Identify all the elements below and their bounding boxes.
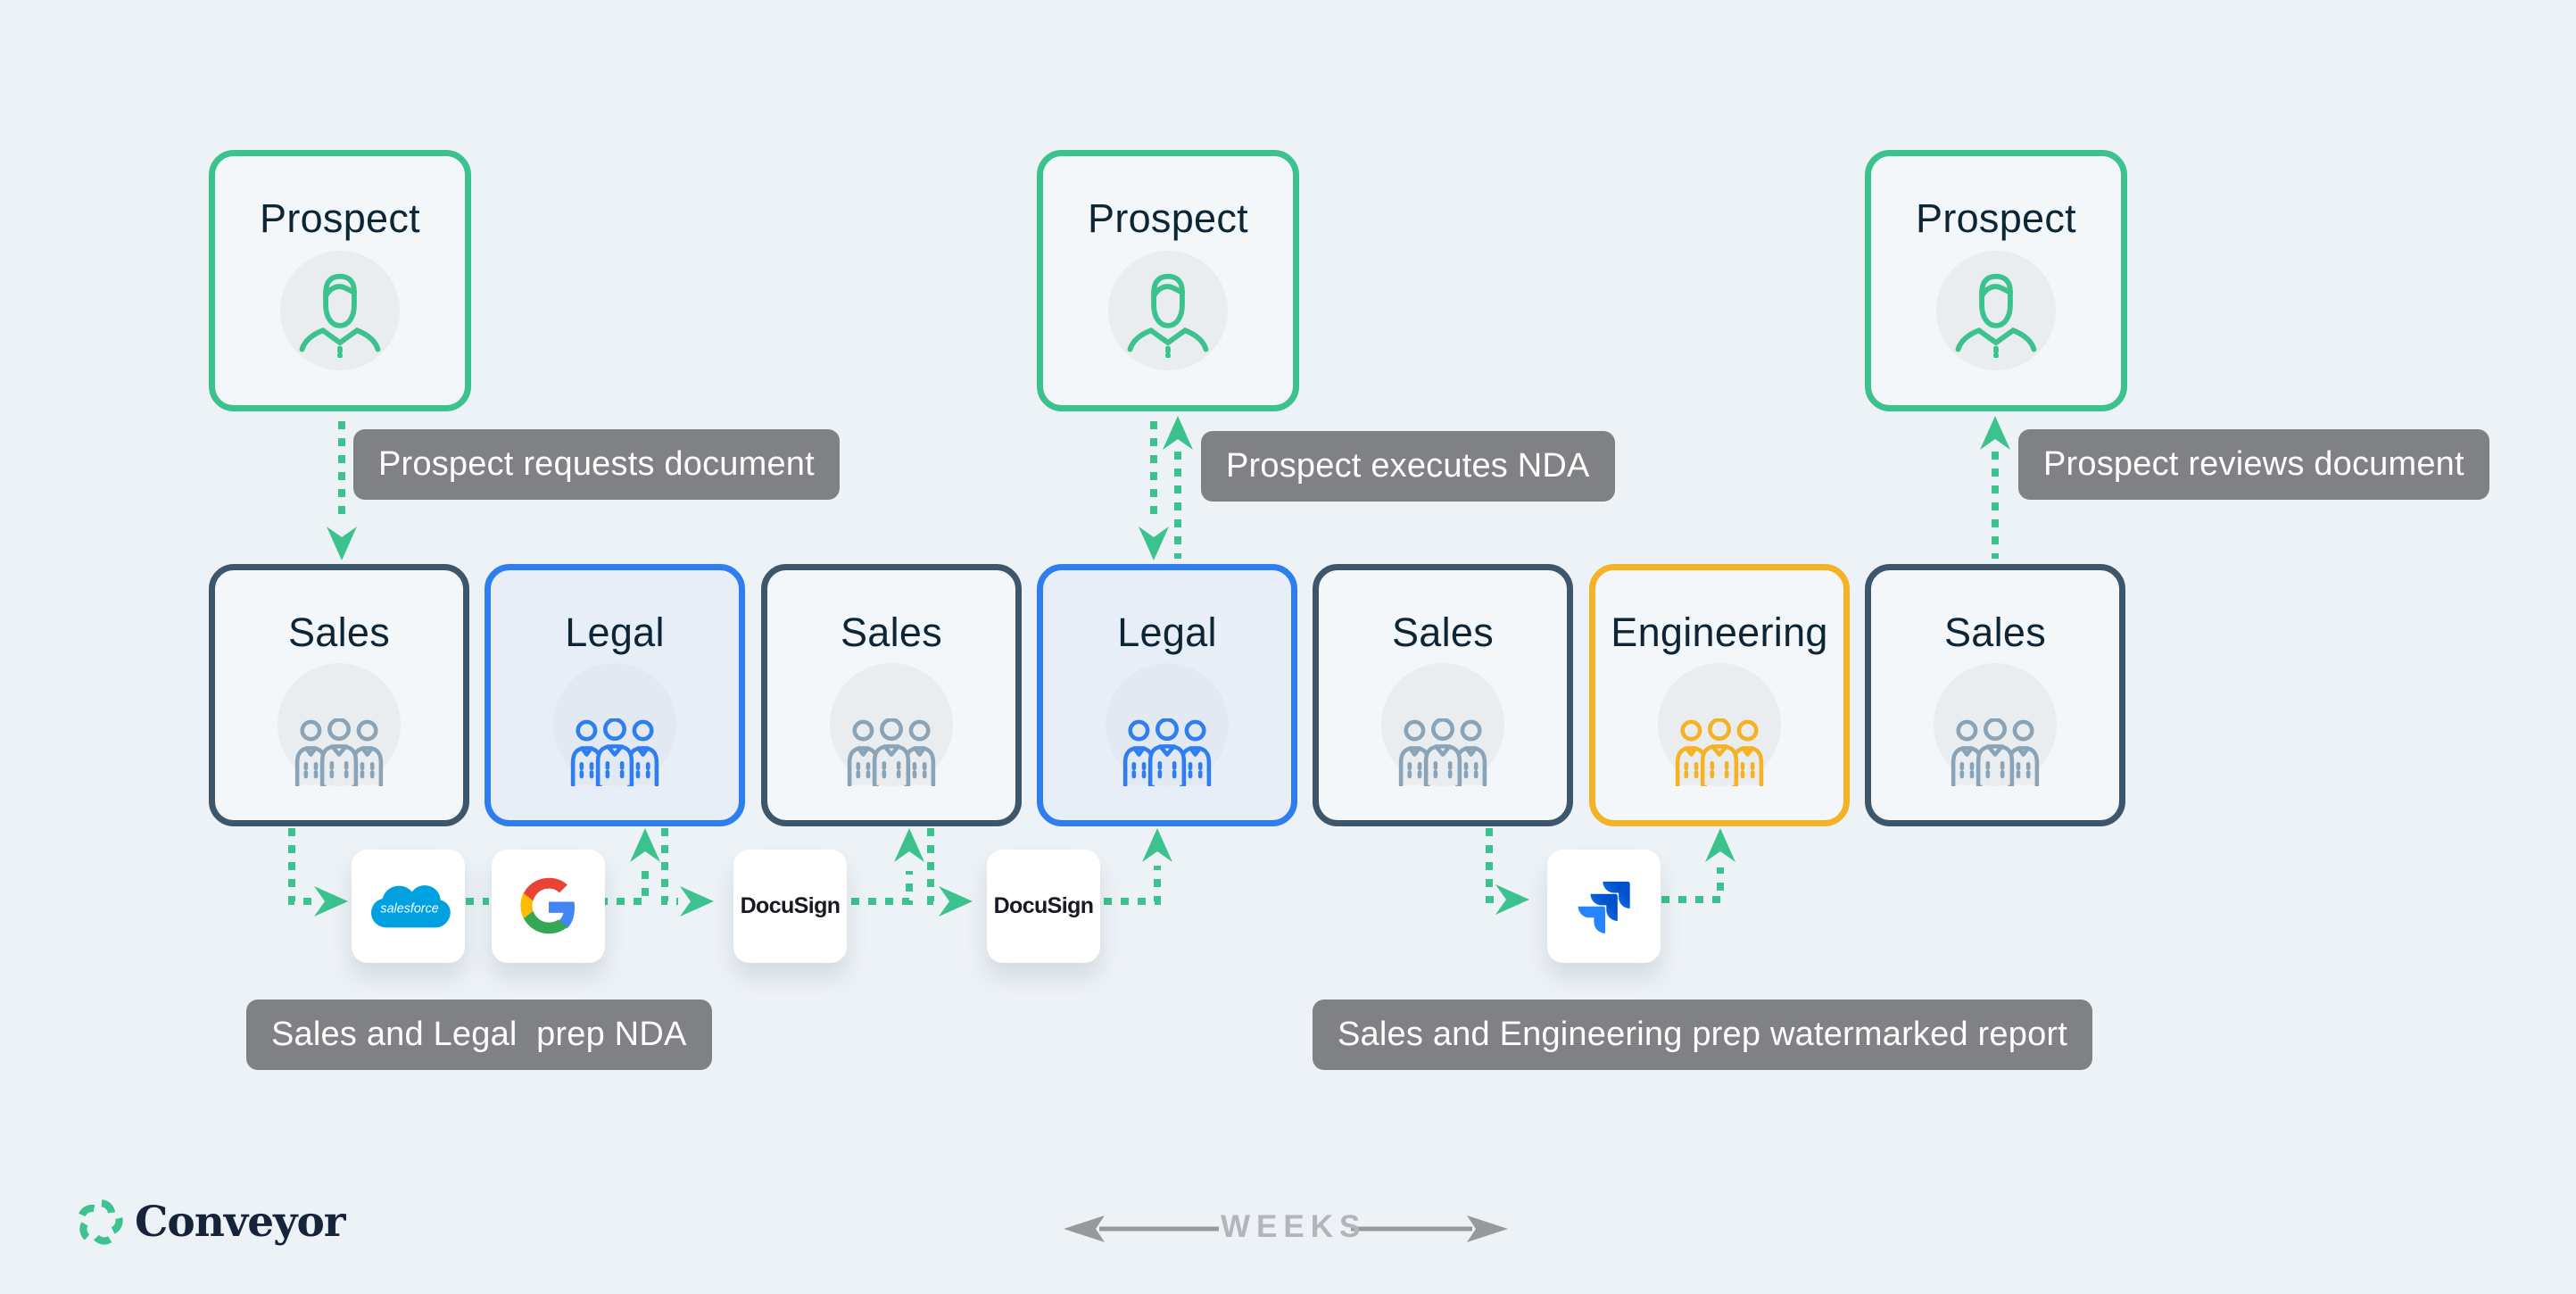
people-icon: [1948, 718, 2042, 786]
person-icon: [1951, 267, 2042, 358]
callout-prospect-executes-nda: Prospect executes NDA: [1201, 431, 1615, 502]
connector-jira-to-engineering: [1661, 828, 1735, 903]
connector-sales-to-docusign-2: [927, 828, 973, 917]
conveyor-brand: Conveyor: [76, 1198, 346, 1247]
callout-sales-legal-prep-nda: Sales and Legal prep NDA: [246, 1000, 712, 1070]
connector-sales-to-jira: [1486, 828, 1529, 915]
conveyor-wordmark: Conveyor: [135, 1198, 346, 1247]
prospect-box-2: Prospect: [1037, 150, 1299, 411]
box-title: Prospect: [1916, 195, 2076, 241]
prospect-box-3: Prospect: [1865, 150, 2127, 411]
conveyor-logo-icon: [76, 1199, 124, 1247]
dept-box-sales-1: Sales: [209, 564, 469, 826]
dept-box-sales-3: Sales: [1313, 564, 1573, 826]
people-icon: [567, 718, 662, 786]
dept-box-engineering: Engineering: [1589, 564, 1850, 826]
dept-box-sales-4: Sales: [1865, 564, 2125, 826]
avatar: [1381, 663, 1504, 786]
dept-box-sales-2: Sales: [761, 564, 1022, 826]
box-title: Sales: [840, 610, 943, 655]
avatar: [1936, 251, 2056, 370]
docusign-logo: DocuSign: [740, 893, 841, 918]
docusign-logo: DocuSign: [993, 893, 1094, 918]
callout-prospect-requests-document: Prospect requests document: [353, 429, 840, 500]
arrow-prospect-reviews-document: [1980, 416, 2010, 559]
connector-sales-to-salesforce: [288, 828, 348, 917]
box-title: Engineering: [1611, 610, 1828, 655]
box-title: Legal: [1117, 610, 1217, 655]
prospect-box-1: Prospect: [209, 150, 471, 411]
connector-docusign-to-legal: [1104, 828, 1172, 905]
people-icon: [844, 718, 939, 786]
tile-salesforce: [352, 850, 465, 963]
avatar: [1934, 663, 2057, 786]
dept-box-legal-1: Legal: [485, 564, 745, 826]
box-title: Sales: [1943, 610, 2047, 655]
box-title: Prospect: [260, 195, 420, 241]
tile-google: [492, 850, 605, 963]
box-title: Sales: [1391, 610, 1495, 655]
person-icon: [294, 267, 385, 358]
arrow-pair-prospect-executes-nda: [1139, 416, 1193, 560]
person-icon: [1122, 267, 1213, 358]
tile-jira: [1547, 850, 1661, 963]
avatar: [277, 663, 401, 786]
arrow-prospect-requests-document: [327, 421, 357, 560]
avatar: [1658, 663, 1781, 786]
people-icon: [1120, 718, 1214, 786]
people-icon: [1396, 718, 1490, 786]
callout-prospect-reviews-document: Prospect reviews document: [2018, 429, 2489, 500]
connector-docusign-to-sales: [851, 828, 924, 905]
tile-docusign-2: DocuSign: [987, 850, 1100, 963]
avatar: [553, 663, 676, 786]
avatar: [830, 663, 953, 786]
box-title: Legal: [565, 610, 665, 655]
weeks-timeline-label: WEEKS: [1221, 1209, 1367, 1244]
box-title: Prospect: [1088, 195, 1248, 241]
avatar: [1108, 251, 1228, 370]
tile-docusign-1: DocuSign: [733, 850, 847, 963]
callout-sales-engineering-prep-report: Sales and Engineering prep watermarked r…: [1313, 1000, 2093, 1070]
connector-legal-to-docusign: [661, 828, 714, 917]
dept-box-legal-2: Legal: [1037, 564, 1297, 826]
google-logo: [519, 877, 578, 936]
avatar: [280, 251, 400, 370]
people-icon: [1672, 718, 1767, 786]
people-icon: [292, 718, 386, 786]
box-title: Sales: [287, 610, 391, 655]
connector-google-to-legal: [600, 828, 660, 905]
jira-logo: [1570, 873, 1638, 941]
salesforce-logo: [365, 876, 452, 937]
avatar: [1106, 663, 1229, 786]
